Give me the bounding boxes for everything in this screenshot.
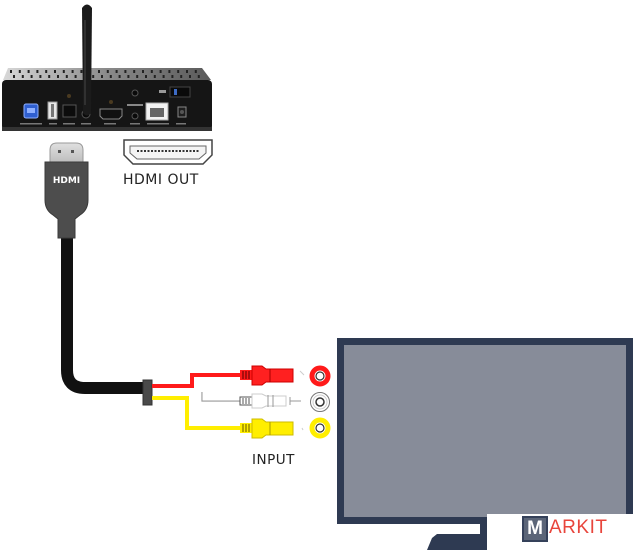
hdmi-port-icon	[99, 108, 123, 120]
rca-white-plug	[251, 393, 287, 409]
rca-red-cable	[152, 365, 305, 388]
power-switch-icon	[169, 86, 191, 98]
vent-slot	[45, 70, 48, 73]
vent-slot	[109, 75, 112, 78]
tv-screen	[344, 345, 626, 517]
cable-splitter	[142, 379, 153, 406]
vent-slot	[168, 70, 171, 73]
rca-input-jacks	[309, 365, 331, 439]
watermark: M ARKIT	[487, 514, 634, 550]
vent-slot	[180, 75, 183, 78]
vent-slot	[150, 70, 153, 73]
vent-slot	[124, 70, 127, 73]
red-jack-icon	[309, 365, 331, 387]
vent-slot	[71, 70, 74, 73]
vent-slot	[133, 70, 136, 73]
antenna	[82, 4, 92, 116]
hdmi-plug-logo: HDMI	[53, 176, 80, 186]
vent-slot	[13, 75, 15, 78]
vent-slot	[194, 70, 197, 73]
vent-slot	[115, 70, 118, 73]
media-box-top	[3, 68, 211, 80]
vent-slot	[27, 70, 30, 73]
hdmi-cable: HDMI	[44, 142, 153, 406]
vent-slot	[106, 70, 109, 73]
vent-slot	[10, 70, 12, 73]
hdmi-plug-body	[44, 161, 89, 239]
input-label: INPUT	[252, 452, 295, 468]
vent-slot	[171, 75, 174, 78]
vent-slot	[54, 70, 56, 73]
vent-slot	[127, 75, 130, 78]
vent-slot	[159, 70, 162, 73]
vent-slot	[162, 75, 165, 78]
television	[337, 338, 633, 550]
vent-slot	[186, 70, 188, 73]
vent-slot	[48, 75, 51, 78]
vent-slot	[65, 75, 68, 78]
vent-slot	[145, 75, 147, 78]
rca-white-cable	[201, 392, 301, 409]
vent-slot	[92, 75, 95, 78]
vent-slot	[80, 70, 83, 73]
hdmi-plug-connector	[49, 142, 84, 164]
vent-slot	[118, 75, 121, 78]
vent-slot	[39, 75, 42, 78]
vent-slot	[101, 75, 103, 78]
rca-red-plug	[251, 365, 294, 386]
watermark-logo-icon: M	[522, 516, 548, 542]
vent-slot	[136, 75, 139, 78]
vent-slot	[21, 75, 24, 78]
vent-slot	[197, 75, 200, 78]
vent-slot	[18, 70, 21, 73]
vent-slot	[74, 75, 77, 78]
yellow-jack-icon	[309, 417, 331, 439]
vent-slot	[57, 75, 59, 78]
media-box	[2, 4, 212, 131]
vent-slot	[98, 70, 100, 73]
rca-yellow-cable	[152, 396, 304, 439]
vent-slot	[36, 70, 39, 73]
watermark-text: ARKIT	[549, 517, 608, 538]
vent-slot	[189, 75, 191, 78]
vent-slot	[153, 75, 156, 78]
optical-port-icon	[62, 104, 77, 118]
hdmi-out-label: HDMI OUT	[123, 172, 199, 188]
vent-slot	[30, 75, 33, 78]
vent-slot	[142, 70, 144, 73]
rca-yellow-plug	[251, 418, 294, 439]
vent-slot	[177, 70, 180, 73]
hdmi-out-port-illustration	[123, 139, 213, 165]
vent-slot	[62, 70, 65, 73]
